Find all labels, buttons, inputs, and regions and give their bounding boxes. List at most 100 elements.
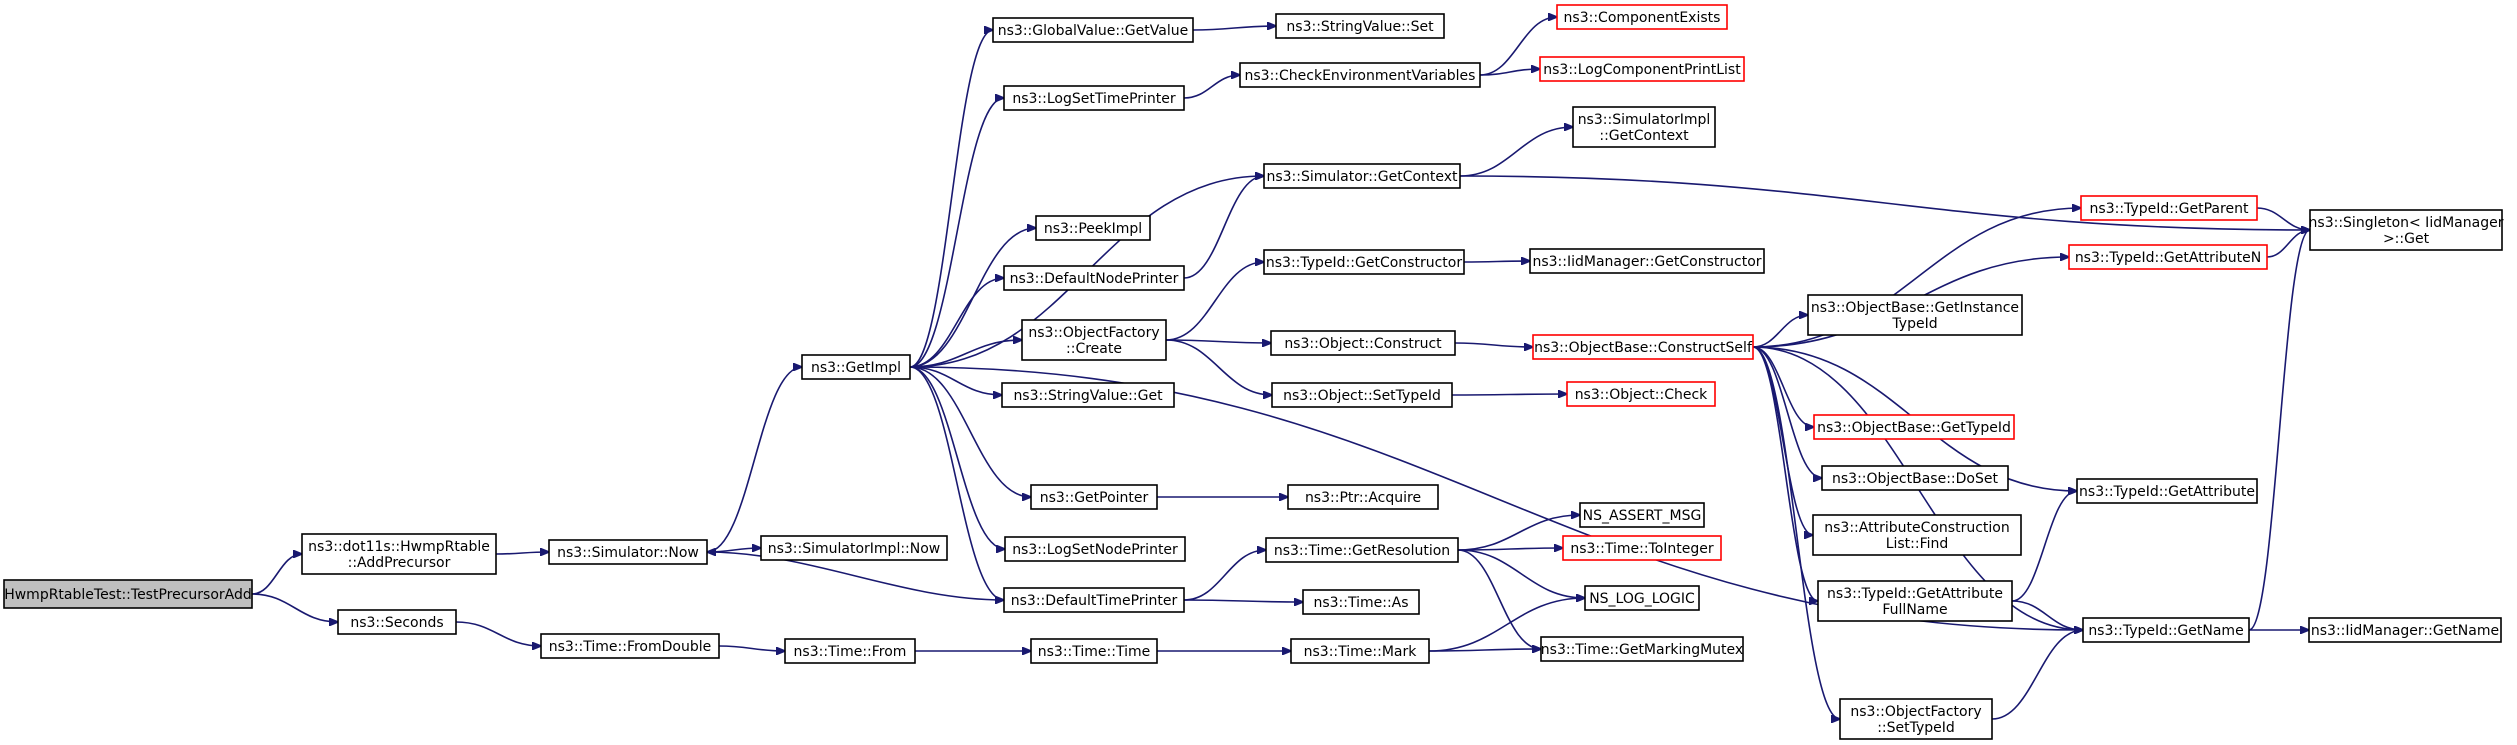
node-label: ns3::ObjectBase::GetInstance [1811, 300, 2019, 316]
node-seconds[interactable]: ns3::Seconds [337, 609, 457, 635]
node-box [1812, 514, 2022, 556]
node-box [1035, 215, 1151, 241]
node-box [1562, 535, 1722, 561]
node-tidgetparent[interactable]: ns3::TypeId::GetParent [2080, 195, 2258, 221]
node-box [2082, 617, 2250, 643]
node-timemutex[interactable]: ns3::Time::GetMarkingMutex [1540, 636, 1744, 662]
node-box [1584, 585, 1700, 611]
node-simnow[interactable]: ns3::Simulator::Now [548, 539, 708, 565]
edge-deftimeprinter-to-timeas [1183, 600, 1303, 602]
node-box [1807, 294, 2023, 336]
edge-obconstructself-to-objfactsettid [1752, 346, 1840, 719]
edge-deftimeprinter-to-timegetres [1183, 550, 1266, 601]
node-objfactsettid[interactable]: ns3::ObjectFactory::SetTypeId [1839, 698, 1993, 740]
node-timetime[interactable]: ns3::Time::Time [1030, 638, 1158, 664]
node-label: ns3::Time::Time [1038, 644, 1150, 660]
edge-logsettime-to-checkenv [1183, 75, 1240, 99]
node-label: ns3::IidManager::GetConstructor [1532, 254, 1761, 270]
node-objcheck[interactable]: ns3::Object::Check [1566, 381, 1716, 407]
node-box [2309, 209, 2503, 251]
node-timetoint[interactable]: ns3::Time::ToInteger [1562, 535, 1722, 561]
node-box [1263, 249, 1465, 275]
node-obdoset[interactable]: ns3::ObjectBase::DoSet [1821, 465, 2009, 491]
edge-simnow-to-getimpl [706, 367, 802, 553]
node-tidgetattrn[interactable]: ns3::TypeId::GetAttributeN [2068, 244, 2268, 270]
node-label: TypeId [1891, 316, 1937, 332]
node-addprec[interactable]: ns3::dot11s::HwmpRtable::AddPrecursor [301, 533, 497, 575]
node-getpointer[interactable]: ns3::GetPointer [1030, 484, 1158, 510]
node-timegetres[interactable]: ns3::Time::GetResolution [1265, 537, 1459, 563]
node-tidgetname[interactable]: ns3::TypeId::GetName [2082, 617, 2250, 643]
node-box [1021, 319, 1167, 361]
node-label: ::AddPrecursor [348, 555, 451, 571]
node-label: ns3::Time::ToInteger [1570, 541, 1714, 557]
node-label: ns3::SimulatorImpl [1578, 112, 1711, 128]
node-iidgetctor[interactable]: ns3::IidManager::GetConstructor [1529, 248, 1765, 274]
node-box [1290, 638, 1430, 664]
node-svset[interactable]: ns3::StringValue::Set [1275, 13, 1445, 39]
node-simgetctx[interactable]: ns3::Simulator::GetContext [1263, 163, 1461, 189]
node-box [1239, 62, 1481, 88]
node-logcompprint[interactable]: ns3::LogComponentPrintList [1539, 56, 1745, 82]
node-timeas[interactable]: ns3::Time::As [1302, 589, 1420, 615]
node-box [1275, 13, 1445, 39]
edge-tidgetname-to-singleton [2248, 230, 2310, 631]
node-defnodeprinter[interactable]: ns3::DefaultNodePrinter [1003, 265, 1185, 291]
nodes-layer: HwmpRtableTest::TestPrecursorAddns3::dot… [3, 4, 2504, 740]
node-timefrom[interactable]: ns3::Time::From [784, 638, 916, 664]
node-peekimpl[interactable]: ns3::PeekImpl [1035, 215, 1151, 241]
node-tidgetattr[interactable]: ns3::TypeId::GetAttribute [2076, 478, 2258, 504]
node-objsettid[interactable]: ns3::Object::SetTypeId [1271, 382, 1453, 408]
node-label: ns3::DefaultTimePrinter [1011, 593, 1178, 609]
node-label: >::Get [2383, 231, 2430, 247]
node-obconstructself[interactable]: ns3::ObjectBase::ConstructSelf [1532, 334, 1754, 360]
node-label: ns3::GetImpl [811, 360, 901, 376]
node-simimplctx[interactable]: ns3::SimulatorImpl::GetContext [1572, 106, 1716, 148]
node-objconstruct[interactable]: ns3::Object::Construct [1270, 330, 1456, 356]
node-fromdouble[interactable]: ns3::Time::FromDouble [540, 633, 720, 659]
edge-timegetres-to-nsassert [1457, 515, 1580, 551]
node-nsloglogic[interactable]: NS_LOG_LOGIC [1584, 585, 1700, 611]
node-box [1302, 589, 1420, 615]
node-deftimeprinter[interactable]: ns3::DefaultTimePrinter [1003, 587, 1185, 613]
node-timemark[interactable]: ns3::Time::Mark [1290, 638, 1430, 664]
node-ptracquire[interactable]: ns3::Ptr::Acquire [1287, 484, 1439, 510]
edge-tidgetctor-to-iidgetctor [1463, 261, 1530, 262]
edge-getimpl-to-logsettime [909, 98, 1004, 368]
node-label: ns3::Object::SetTypeId [1283, 388, 1441, 404]
node-simimplnow[interactable]: ns3::SimulatorImpl::Now [760, 535, 948, 561]
node-objfactcreate[interactable]: ns3::ObjectFactory::Create [1021, 319, 1167, 361]
node-compexists[interactable]: ns3::ComponentExists [1556, 4, 1728, 30]
node-singleton[interactable]: ns3::Singleton< IidManager >::Get [2309, 209, 2504, 251]
node-iidgetname[interactable]: ns3::IidManager::GetName [2308, 617, 2502, 643]
edge-objfactcreate-to-objconstruct [1165, 340, 1271, 343]
node-checkenv[interactable]: ns3::CheckEnvironmentVariables [1239, 62, 1481, 88]
node-svget[interactable]: ns3::StringValue::Get [1001, 382, 1175, 408]
node-gvgetvalue[interactable]: ns3::GlobalValue::GetValue [992, 17, 1194, 43]
node-nsassert[interactable]: NS_ASSERT_MSG [1579, 502, 1705, 528]
node-box [1001, 382, 1175, 408]
node-getimpl[interactable]: ns3::GetImpl [801, 354, 911, 380]
edge-deftimeprinter-to-simnow [707, 552, 1005, 601]
node-obgettid[interactable]: ns3::ObjectBase::GetTypeId [1813, 414, 2015, 440]
edge-root-to-seconds [251, 593, 338, 622]
node-box [801, 354, 911, 380]
edge-objsettid-to-objcheck [1451, 394, 1567, 395]
node-label: ns3::Ptr::Acquire [1305, 490, 1421, 506]
node-box [3, 579, 253, 609]
node-box [1271, 382, 1453, 408]
node-logsettime[interactable]: ns3::LogSetTimePrinter [1003, 85, 1185, 111]
node-box [1003, 587, 1185, 613]
edge-tidgetattrn-to-singleton [2266, 230, 2310, 258]
node-label: ns3::ObjectBase::DoSet [1832, 471, 1998, 487]
edge-getimpl-to-logsetnode [909, 366, 1005, 549]
node-tidgetctor[interactable]: ns3::TypeId::GetConstructor [1263, 249, 1465, 275]
node-label: ns3::TypeId::GetParent [2090, 201, 2249, 217]
node-logsetnode[interactable]: ns3::LogSetNodePrinter [1004, 536, 1186, 562]
node-box [784, 638, 916, 664]
edge-timemark-to-nsloglogic [1428, 598, 1585, 652]
node-label: List::Find [1886, 536, 1949, 552]
